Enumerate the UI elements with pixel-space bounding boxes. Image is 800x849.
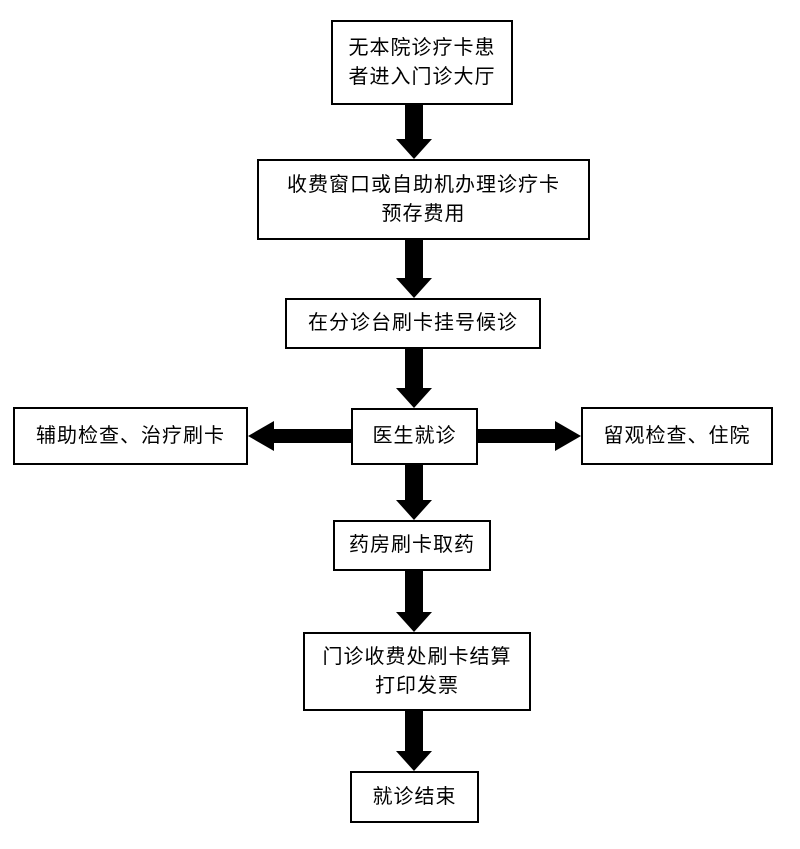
node-doctor-consultation[interactable]: 医生就诊 — [351, 408, 478, 465]
arrow-shaft — [477, 429, 555, 443]
arrow-shaft — [405, 240, 423, 278]
node-label: 在分诊台刷卡挂号候诊 — [308, 312, 518, 335]
arrow-shaft — [405, 465, 423, 500]
node-triage-registration[interactable]: 在分诊台刷卡挂号候诊 — [285, 298, 541, 349]
node-label: 收费窗口或自助机办理诊疗卡 预存费用 — [287, 174, 560, 225]
arrow-head-down-icon — [396, 388, 432, 408]
node-pharmacy-dispense[interactable]: 药房刷卡取药 — [333, 520, 491, 571]
node-auxiliary-exam[interactable]: 辅助检查、治疗刷卡 — [13, 407, 248, 465]
node-settlement-invoice[interactable]: 门诊收费处刷卡结算 打印发票 — [303, 632, 531, 711]
node-label: 门诊收费处刷卡结算 打印发票 — [322, 646, 512, 697]
arrow-head-right-icon — [555, 421, 581, 451]
arrow-head-down-icon — [396, 500, 432, 520]
node-entry[interactable]: 无本院诊疗卡患 者进入门诊大厅 — [331, 20, 513, 105]
node-label: 辅助检查、治疗刷卡 — [36, 424, 225, 447]
arrow-head-down-icon — [396, 278, 432, 298]
arrow-shaft — [405, 711, 423, 751]
arrow-shaft — [405, 105, 423, 139]
arrow-shaft — [405, 571, 423, 612]
node-label: 无本院诊疗卡患 者进入门诊大厅 — [348, 37, 496, 88]
arrow-head-down-icon — [396, 139, 432, 159]
node-end[interactable]: 就诊结束 — [350, 771, 479, 823]
node-label: 就诊结束 — [372, 785, 457, 808]
arrow-shaft — [274, 429, 352, 443]
arrow-head-down-icon — [396, 751, 432, 771]
arrow-head-left-icon — [248, 421, 274, 451]
node-label: 药房刷卡取药 — [349, 534, 475, 557]
node-observation-admission[interactable]: 留观检查、住院 — [581, 407, 773, 465]
arrow-head-down-icon — [396, 612, 432, 632]
node-label: 医生就诊 — [372, 425, 457, 448]
node-payment-window[interactable]: 收费窗口或自助机办理诊疗卡 预存费用 — [257, 159, 590, 240]
arrow-shaft — [405, 349, 423, 388]
node-label: 留观检查、住院 — [603, 424, 751, 447]
